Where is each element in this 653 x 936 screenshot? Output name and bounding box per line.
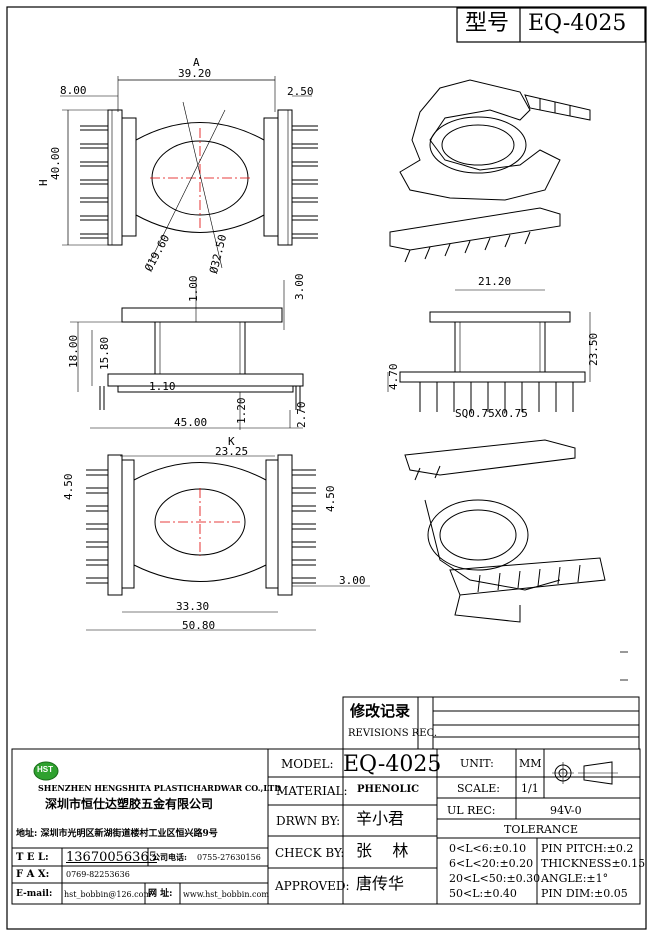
material-value: PHENOLIC — [357, 784, 420, 795]
scale-value: 1/1 — [521, 782, 539, 795]
dim-w2120: 21.20 — [478, 275, 512, 288]
dim-v450a: 4.50 — [62, 473, 75, 501]
company-name-en: SHENZHEN HENGSHITA PLASTICHARDWAR CO.,LT… — [38, 783, 282, 793]
dim-left-8: 8.00 — [60, 84, 87, 97]
tolerance-2: 6<L<20:±0.20 — [449, 857, 534, 870]
dim-sq: SQ0.75X0.75 — [455, 407, 528, 420]
frame-border — [6, 6, 647, 930]
company-logo: HST — [37, 765, 53, 774]
model-title: EQ-4025 — [528, 11, 627, 36]
unit-label: UNIT: — [460, 757, 494, 770]
model-value: EQ-4025 — [343, 752, 442, 777]
dim-mark-a: A — [193, 56, 200, 69]
web-value: www.hst_bobbin.com — [183, 890, 269, 899]
scale-label: SCALE: — [457, 782, 500, 795]
email-label: E-mail: — [16, 889, 53, 899]
web-label: 网 址: — [148, 889, 173, 899]
tolerance-1: 0<L<6:±0.10 — [449, 842, 527, 855]
ul-label: UL REC: — [447, 804, 496, 817]
dim-mark-k: K — [228, 435, 235, 448]
dim-right-2: 2.50 — [287, 85, 314, 98]
dim-v2350: 23.50 — [587, 332, 600, 366]
dim-a: 39.20 — [178, 67, 212, 80]
title-model-box — [456, 7, 646, 43]
dim-v270: 2.70 — [295, 401, 308, 429]
dim-w2325: 23.25 — [215, 445, 249, 458]
dim-v1800: 18.00 — [67, 334, 80, 368]
iso-view-bottom — [404, 439, 606, 623]
top-view — [60, 76, 318, 269]
company-name-cn: 深圳市恒仕达塑胶五金有限公司 — [45, 797, 214, 811]
company-address: 地址: 深圳市光明区新湖街道楼村工业区恒兴路9号 — [16, 829, 218, 839]
angle: ANGLE:±1° — [541, 872, 609, 885]
dim-b100: 1.00 — [187, 275, 200, 303]
dim-v450b: 4.50 — [324, 485, 337, 513]
dim-mark-h: H — [37, 179, 50, 186]
revisions-title-en: REVISIONS REC. — [348, 728, 438, 739]
model-label-cn: 型号 — [465, 11, 510, 36]
email-value: hst_bobbin@126.com — [64, 890, 152, 899]
dim-h300b: 3.00 — [339, 574, 366, 587]
pin-pitch: PIN PITCH:±0.2 — [541, 842, 634, 855]
fax-label: F A X: — [16, 869, 50, 880]
dim-w3330: 33.30 — [176, 600, 210, 613]
bottom-view — [86, 454, 370, 631]
tolerance-4: 50<L:±0.40 — [449, 887, 517, 900]
dim-v120: 1.20 — [235, 397, 248, 425]
approved-label: APPROVED: — [275, 879, 350, 893]
tel-value: 13670056365 — [66, 850, 157, 865]
revision-block — [342, 696, 640, 750]
ul-value: 94V-0 — [550, 804, 582, 817]
drawn-label: DRWN BY: — [276, 814, 341, 828]
tolerance-3: 20<L<50:±0.30 — [449, 872, 541, 885]
model-label: MODEL: — [281, 757, 334, 771]
tolerance-label: TOLERANCE — [504, 823, 578, 836]
tel-label: T E L: — [16, 852, 49, 863]
side-view — [70, 278, 304, 430]
dim-w45: 45.00 — [174, 416, 208, 429]
unit-value: MM — [519, 757, 542, 770]
dim-v470: 4.70 — [387, 363, 400, 391]
dim-v110: 1.10 — [149, 380, 176, 393]
approved-value: 唐传华 — [356, 874, 405, 893]
material-label: MATERIAL: — [276, 784, 348, 798]
drawn-value: 辛小君 — [356, 809, 405, 828]
revisions-title-cn: 修改记录 — [350, 702, 411, 720]
fax-value: 0769-82253636 — [66, 870, 130, 879]
iso-view-top — [389, 79, 591, 263]
dim-w5080: 50.80 — [182, 619, 216, 632]
check-value: 张 林 — [356, 841, 409, 860]
iso-view-front — [387, 289, 591, 412]
dim-h40: 40.00 — [49, 146, 62, 180]
dim-t300: 3.00 — [293, 273, 306, 301]
company-tel-value: 0755-27630156 — [197, 853, 261, 862]
dim-v1580: 15.80 — [98, 336, 111, 370]
title-block — [11, 748, 641, 905]
check-label: CHECK BY: — [275, 846, 345, 860]
thickness: THICKNESS±0.15 — [541, 857, 646, 870]
pin-dim: PIN DIM:±0.05 — [541, 887, 628, 900]
company-tel-label: 公司电话: — [152, 852, 187, 862]
